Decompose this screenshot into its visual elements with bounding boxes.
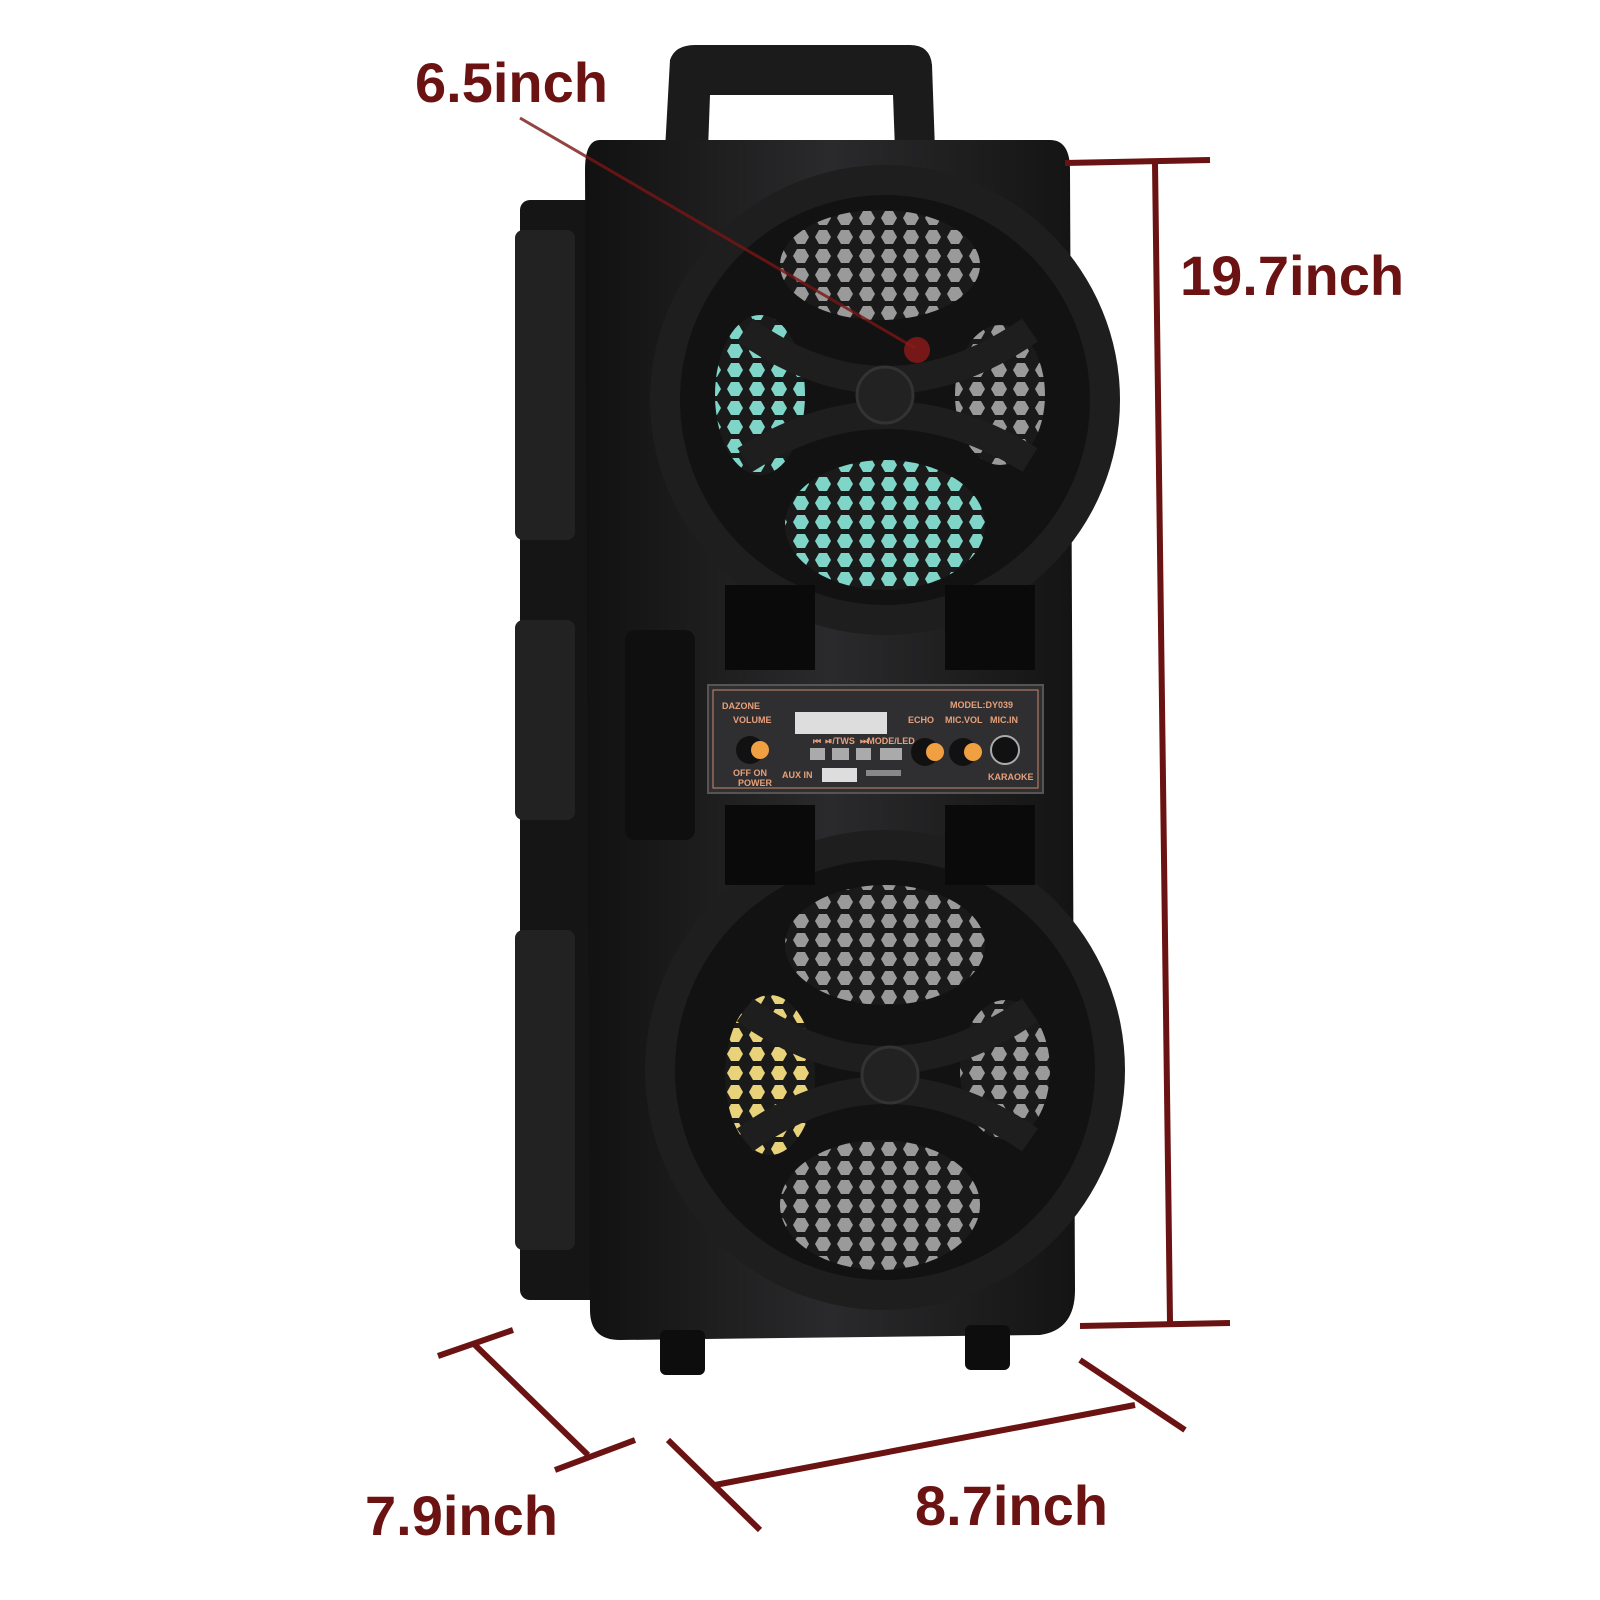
display xyxy=(795,712,887,734)
play-tws-button[interactable] xyxy=(832,748,849,760)
depth-label: 7.9inch xyxy=(365,1484,558,1547)
driver-pointer-dot xyxy=(904,337,930,363)
mic-in-jack[interactable] xyxy=(990,735,1020,765)
next-button[interactable] xyxy=(856,748,871,760)
control-panel: DAZONE MODEL:DY039 VOLUME ECHO MIC.VOL M… xyxy=(707,684,1044,794)
prev-label: ⏮ xyxy=(813,736,821,746)
brand-logo: DAZONE xyxy=(722,701,760,711)
usb-port[interactable] xyxy=(822,768,857,782)
mic-vol-label: MIC.VOL xyxy=(945,715,983,725)
power-switch-label: OFF ON xyxy=(733,768,767,778)
bottom-speaker-grille xyxy=(645,830,1125,1310)
echo-label: ECHO xyxy=(908,715,934,725)
foot xyxy=(660,1330,705,1375)
width-label: 8.7inch xyxy=(915,1474,1108,1537)
aux-label: AUX IN xyxy=(782,770,813,780)
mic-in-label: MIC.IN xyxy=(990,715,1018,725)
play-tws-label: ⏯/TWS xyxy=(825,736,855,746)
prev-button[interactable] xyxy=(810,748,825,760)
tf-slot[interactable] xyxy=(866,770,901,776)
foot xyxy=(965,1325,1010,1370)
mode-led-label: MODE/LED xyxy=(867,736,915,746)
handle xyxy=(665,45,935,150)
driver-size-label: 6.5inch xyxy=(415,51,608,114)
dimension-lines xyxy=(437,157,1231,1533)
top-speaker-grille xyxy=(650,165,1120,635)
next-label: ⏭ xyxy=(860,736,869,746)
volume-label: VOLUME xyxy=(733,715,772,725)
karaoke-label: KARAOKE xyxy=(988,772,1034,782)
side-vent xyxy=(625,630,695,840)
driver-pointer xyxy=(519,116,916,350)
mode-led-button[interactable] xyxy=(880,748,902,760)
model-label: MODEL:DY039 xyxy=(950,700,1013,710)
power-label: POWER xyxy=(738,778,773,788)
height-label: 19.7inch xyxy=(1180,244,1404,307)
